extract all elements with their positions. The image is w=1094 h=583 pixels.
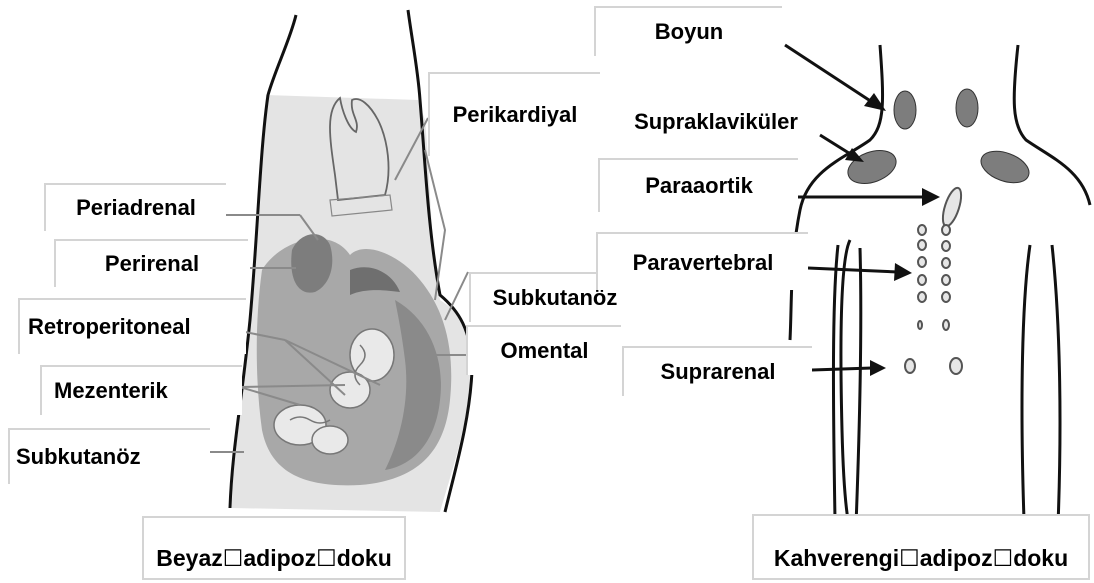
caption-white-adipose: Beyaz☐adipoz☐doku <box>142 516 406 580</box>
neck-fat-left <box>894 91 916 129</box>
label-omental: Omental <box>466 325 621 375</box>
label-periadrenal: Periadrenal <box>44 183 226 231</box>
supraclavicular-fat-right <box>977 145 1034 188</box>
body-outline <box>790 45 1090 530</box>
paravertebral-fat <box>918 225 950 330</box>
label-retroperitoneal: Retroperitoneal <box>18 298 246 354</box>
label-subkutanoz-left: Subkutanöz <box>8 428 210 484</box>
label-suprarenal: Suprarenal <box>622 346 812 396</box>
label-paraaortik: Paraaortik <box>598 158 798 212</box>
neck-fat-right <box>956 89 978 127</box>
caption-brown-adipose: Kahverengi☐adipoz☐doku <box>752 514 1090 580</box>
suprarenal-fat-left <box>905 359 915 373</box>
paraaortic-fat <box>939 186 965 228</box>
label-perirenal: Perirenal <box>54 239 248 287</box>
label-paravertebral: Paravertebral <box>596 232 808 290</box>
label-boyun: Boyun <box>594 6 782 56</box>
label-perikardiyal: Perikardiyal <box>428 72 600 156</box>
brown-arrows <box>785 45 940 376</box>
suprarenal-fat-right <box>950 358 962 374</box>
label-mezenterik: Mezenterik <box>40 365 242 415</box>
label-supraklavikuler: Supraklaviküler <box>600 100 832 144</box>
